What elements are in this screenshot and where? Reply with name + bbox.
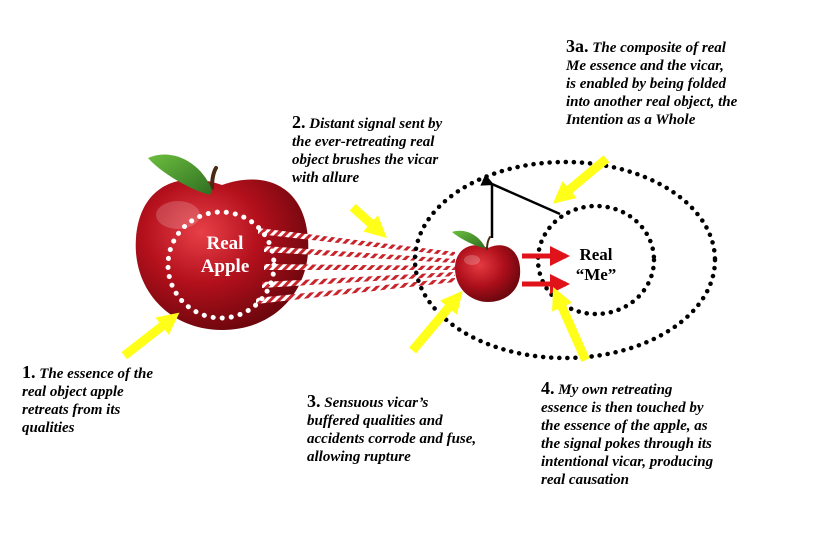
caption-3a-line: is enabled by being folded [566, 76, 726, 92]
caption-2-line: object brushes the vicar [292, 152, 439, 168]
caption-2-line: Distant signal sent by [309, 116, 443, 132]
caption-3-line: buffered qualities and [307, 413, 443, 429]
caption-3-line: Sensuous vicar’s [324, 395, 429, 411]
caption-1-line: retreats from its [22, 402, 121, 418]
caption-2-number: 2. [292, 112, 306, 132]
caption-4-line: My own retreating [558, 382, 673, 398]
caption-4-line: intentional vicar, producing [541, 454, 714, 470]
vicar-apple-image [452, 230, 521, 302]
signal-red-arrows [522, 246, 570, 294]
real-me-label-line: Real [579, 245, 613, 264]
caption-1-line: qualities [22, 420, 75, 436]
caption-3a-number: 3a. [566, 36, 589, 56]
caption-4-line: essence is then touched by [541, 400, 704, 416]
caption-4-number: 4. [541, 378, 555, 398]
caption-3-line: allowing rupture [307, 449, 411, 465]
caption-4-line: the signal pokes through its [541, 436, 712, 452]
caption-3-number: 3. [307, 391, 321, 411]
real-me-circle [535, 203, 657, 317]
caption-3-line: accidents corrode and fuse, [307, 431, 477, 447]
caption-3a-line: The composite of real [592, 40, 726, 56]
real-me-label-line: “Me” [575, 265, 617, 284]
signal-beams [256, 228, 455, 304]
caption-3a-line: Intention as a Whole [566, 112, 696, 128]
caption-1-number: 1. [22, 362, 36, 382]
caption-4-line: the essence of the apple, as [541, 418, 708, 434]
caption-3a: 3a. The composite of real Me essence and… [566, 37, 737, 129]
fold-bracket-arrow [480, 174, 561, 238]
caption-1-line: real object apple [22, 384, 124, 400]
real-apple-essence-circle [165, 209, 277, 321]
caption-3: 3. Sensuous vicar’s buffered qualities a… [307, 392, 476, 466]
caption-3a-line: Me essence and the vicar, [566, 58, 724, 74]
caption-2: 2. Distant signal sent by the ever-retre… [292, 113, 442, 187]
caption-2-line: the ever-retreating real [292, 134, 435, 150]
caption-1-line: The essence of the [39, 366, 153, 382]
real-apple-label-line: Apple [200, 256, 250, 277]
caption-4-line: real causation [541, 472, 629, 488]
real-apple-label: Real Apple [185, 232, 265, 278]
pointer-arrows [121, 155, 610, 362]
caption-3a-line: into another real object, the [566, 94, 738, 110]
intention-whole-ellipse [412, 159, 718, 361]
real-apple-label-line: Real [206, 233, 244, 254]
caption-4: 4. My own retreating essence is then tou… [541, 379, 713, 489]
caption-1: 1. The essence of the real object apple … [22, 363, 153, 437]
real-me-label: Real “Me” [556, 245, 636, 285]
caption-2-line: with allure [292, 170, 360, 186]
